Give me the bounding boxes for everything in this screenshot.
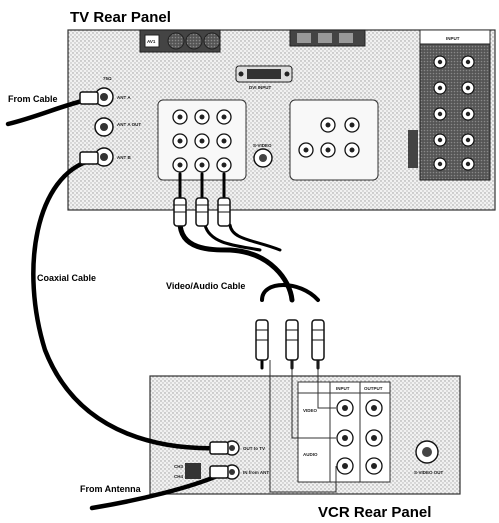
vcr-in-from-ant-label: IN from ANT [243, 470, 269, 475]
vcr-input-header: INPUT [336, 386, 350, 391]
vcr-audio-label: AUDIO [303, 452, 318, 457]
video-audio-cable-label: Video/Audio Cable [166, 281, 245, 291]
tv-av-jack-grid [157, 99, 247, 181]
vcr-out-plug [209, 441, 229, 455]
vcr-svideo-out-port: S-VIDEO OUT [414, 440, 444, 475]
tv-svideo-label: S-VIDEO [253, 143, 272, 148]
from-antenna-wire [89, 471, 225, 511]
vcr-video-label: VIDEO [303, 408, 318, 413]
vcr-in-plug [209, 465, 229, 479]
tv-secondary-jack-block [289, 99, 379, 181]
coaxial-cable-wire [31, 157, 225, 451]
vcr-rear-panel: INPUT OUTPUT VIDEO AUDIO S-VIDEO OUT OUT… [149, 375, 461, 495]
svg-text:CH3: CH3 [174, 464, 183, 469]
coax-plugs [79, 91, 229, 479]
dvi-input-port: DVI INPUT [235, 65, 293, 90]
svg-text:75Ω: 75Ω [103, 76, 112, 81]
tv-rear-panel: AV1 DVI INPUT 75Ω ANT A ANT A OUT [67, 29, 496, 211]
from-cable-label: From Cable [8, 94, 58, 104]
coaxial-cable-label: Coaxial Cable [37, 273, 96, 283]
tv-ant-b-plug [79, 151, 99, 165]
from-antenna-label: From Antenna [80, 484, 142, 494]
ant-a-out-label: ANT A OUT [117, 122, 141, 127]
tv-ant-a-plug [79, 91, 99, 105]
vcr-svideo-out-label: S-VIDEO OUT [414, 470, 444, 475]
dvi-input-label: DVI INPUT [249, 85, 272, 90]
vcr-signal-lines [269, 360, 337, 493]
vcr-rca-plugs [255, 319, 325, 361]
tv-av-label: AV1 [147, 39, 156, 44]
tv-input-column-block: INPUT [408, 29, 491, 181]
tv-input-label: INPUT [446, 36, 460, 41]
tv-panel-title: TV Rear Panel [70, 9, 171, 26]
svg-text:CH4: CH4 [174, 474, 183, 479]
tv-ant-a-port: 75Ω ANT A [94, 76, 131, 107]
vcr-panel-title: VCR Rear Panel [318, 504, 431, 521]
vcr-output-header: OUTPUT [364, 386, 383, 391]
tv-rca-plugs [173, 197, 231, 227]
ant-b-label: ANT B [117, 155, 131, 160]
vcr-channel-switch: CH3 CH4 [174, 463, 201, 479]
tv-svideo-port: S-VIDEO [253, 143, 273, 168]
ant-a-label: ANT A [117, 95, 131, 100]
vcr-out-to-tv-label: OUT to TV [243, 446, 265, 451]
tv-ant-a-out-port: ANT A OUT [94, 117, 141, 137]
video-audio-cable-wire [177, 219, 295, 303]
